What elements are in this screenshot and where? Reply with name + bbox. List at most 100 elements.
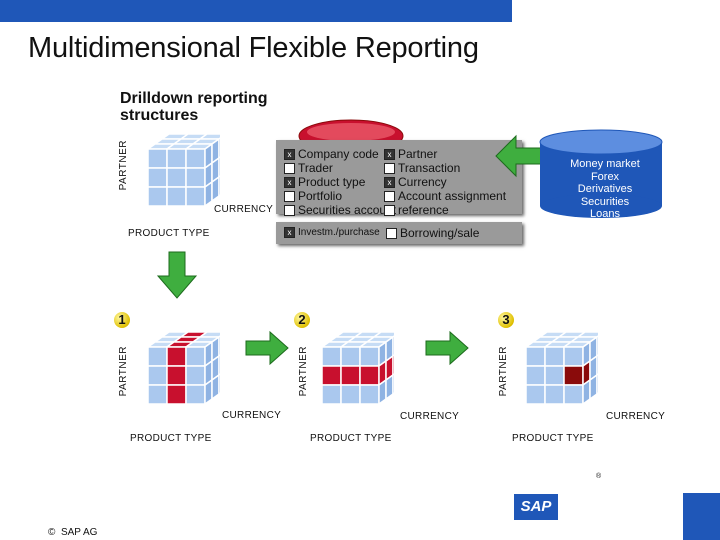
cube-cell xyxy=(204,378,213,406)
cube-cell xyxy=(218,156,220,179)
cube-cell xyxy=(147,346,168,367)
source-database: Money market Forex Derivatives Securitie… xyxy=(536,128,666,220)
copyright-notice: © SAP AG xyxy=(48,527,98,538)
cube-cell xyxy=(321,346,342,367)
cube-cell xyxy=(147,167,168,188)
checkbox-icon[interactable]: x xyxy=(384,148,395,160)
cube-cell xyxy=(185,186,206,207)
cube-cell xyxy=(525,365,546,386)
database-item: Derivatives xyxy=(577,183,633,195)
cube-cell xyxy=(563,384,584,405)
cube-cell xyxy=(166,346,187,367)
cube-cell xyxy=(185,346,206,367)
cube-cell xyxy=(218,373,220,396)
option-trader[interactable]: Trader xyxy=(284,161,396,175)
top-cube xyxy=(145,133,220,208)
option-transaction[interactable]: Transaction xyxy=(384,161,506,175)
cube-cell xyxy=(563,365,584,386)
step-1-badge: 1 xyxy=(114,312,130,328)
cube-cell xyxy=(392,373,394,396)
axis-label-product-type: PRODUCT TYPE xyxy=(310,433,392,444)
cube-cell xyxy=(544,365,565,386)
option-portfolio[interactable]: Portfolio xyxy=(284,189,396,203)
axis-label-currency: CURRENCY xyxy=(606,411,666,422)
arrow-right-icon xyxy=(425,330,469,366)
axis-label-currency: CURRENCY xyxy=(214,204,274,215)
database-item: Loans xyxy=(590,208,620,220)
cube-cell xyxy=(596,354,598,377)
cube-cell xyxy=(211,175,220,203)
cube-cell xyxy=(544,346,565,367)
cube-cell xyxy=(525,346,546,367)
cube-cell xyxy=(340,384,361,405)
cube-cell xyxy=(589,373,598,401)
checkbox-icon[interactable] xyxy=(384,204,395,216)
cube-cell xyxy=(166,186,187,207)
cube-cell xyxy=(218,354,220,377)
cube-cell xyxy=(166,148,187,169)
checkbox-icon[interactable] xyxy=(284,204,295,216)
cube-cell xyxy=(147,186,168,207)
cube-cell xyxy=(321,384,342,405)
cube-cell xyxy=(185,384,206,405)
cube-cell xyxy=(147,148,168,169)
cube-cell xyxy=(147,365,168,386)
cube-cell xyxy=(596,373,598,396)
cube-cell xyxy=(582,378,591,406)
option-borrowing-sale[interactable]: Borrowing/sale xyxy=(386,226,479,240)
section-subtitle: Drilldown reporting structures xyxy=(120,90,268,124)
cube-cell xyxy=(544,384,565,405)
checkbox-icon[interactable] xyxy=(386,227,397,239)
cube-cell xyxy=(359,365,380,386)
checkbox-icon[interactable] xyxy=(384,162,395,174)
page-title: Multidimensional Flexible Reporting xyxy=(28,32,479,64)
cube-cell xyxy=(359,384,380,405)
cube-cell xyxy=(166,167,187,188)
drilldown-cube-1 xyxy=(145,331,220,406)
cube-cell xyxy=(218,335,220,358)
sap-logo: SAP xyxy=(514,494,558,520)
arrow-down-icon xyxy=(156,251,198,299)
arrow-right-icon xyxy=(245,330,289,366)
step-3-badge: 3 xyxy=(498,312,514,328)
cube-cell xyxy=(211,373,220,401)
cube-cell xyxy=(204,180,213,208)
checkbox-icon[interactable]: x xyxy=(284,227,295,238)
axis-label-partner: PARTNER xyxy=(118,346,129,397)
checkbox-icon[interactable] xyxy=(384,190,395,202)
option-securities-account[interactable]: Securities account xyxy=(284,203,396,217)
axis-label-partner: PARTNER xyxy=(498,346,509,397)
drilldown-cube-3 xyxy=(523,331,598,406)
cube-cell xyxy=(218,175,220,198)
axis-label-product-type: PRODUCT TYPE xyxy=(128,228,210,239)
checkbox-icon[interactable]: x xyxy=(384,176,395,188)
checkbox-icon[interactable]: x xyxy=(284,148,295,160)
axis-label-product-type: PRODUCT TYPE xyxy=(512,433,594,444)
database-item: Securities xyxy=(580,195,630,208)
cube-cell xyxy=(166,384,187,405)
cube-cell xyxy=(596,335,598,358)
cube-cell xyxy=(525,384,546,405)
cube-cell xyxy=(185,167,206,188)
cube-cell xyxy=(185,148,206,169)
checkbox-icon[interactable] xyxy=(284,162,295,174)
cube-cell xyxy=(392,354,394,377)
option-reference[interactable]: reference xyxy=(384,203,506,217)
axis-label-currency: CURRENCY xyxy=(222,410,282,421)
axis-label-partner: PARTNER xyxy=(298,346,309,397)
option-account-assignment[interactable]: Account assignment xyxy=(384,189,506,203)
step-2-badge: 2 xyxy=(294,312,310,328)
cube-cell xyxy=(147,384,168,405)
cube-cell xyxy=(218,137,220,160)
cube-cell xyxy=(385,373,394,401)
checkbox-icon[interactable] xyxy=(284,190,295,202)
checkbox-icon[interactable]: x xyxy=(284,176,295,188)
